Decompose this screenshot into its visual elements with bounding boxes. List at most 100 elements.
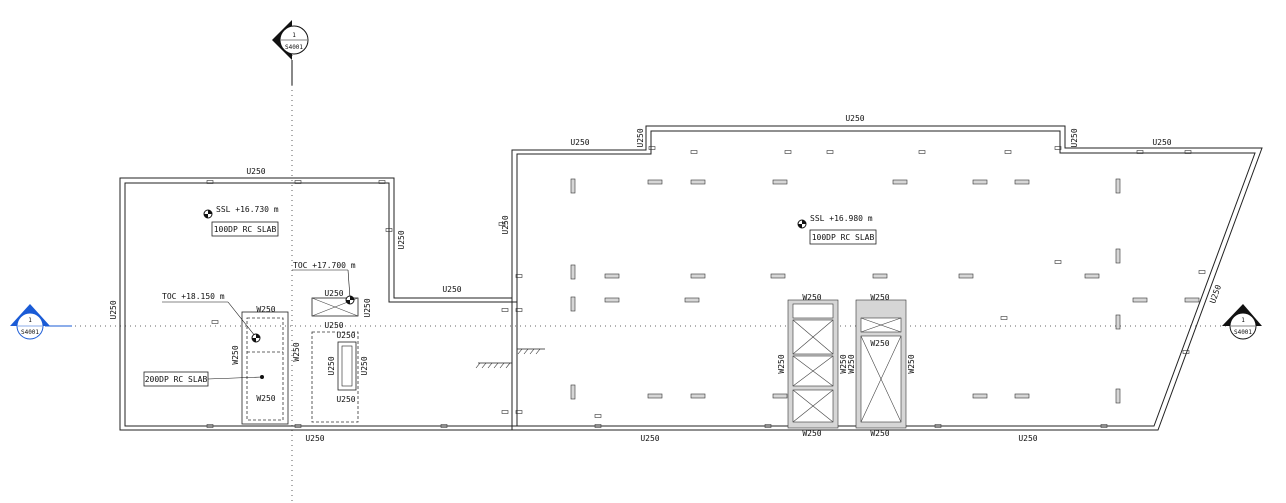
column-pad — [772, 393, 788, 399]
wall-w-label: W250 — [256, 394, 275, 403]
section-marker-right[interactable]: 1 S4001 — [1222, 304, 1262, 340]
slab-tag-left[interactable]: 100DP RC SLAB — [211, 221, 279, 237]
wall-w-label: W250 — [870, 293, 889, 302]
wall-w-label: W250 — [802, 429, 821, 438]
wall-label: U250 — [640, 434, 659, 443]
wall-w-label: W250 — [256, 305, 275, 314]
wall-label: U250 — [246, 167, 265, 176]
column-pad — [647, 179, 663, 185]
column-pad — [684, 297, 700, 303]
wall-w-label: W250 — [839, 354, 848, 373]
wall-w-label: W250 — [231, 345, 240, 364]
column-pad — [872, 273, 888, 279]
column-pad — [772, 179, 788, 185]
wall-w-label: W250 — [870, 339, 889, 348]
level-ssl-left[interactable]: SSL +16.730 m — [203, 205, 279, 219]
lift-core-right: W250 W250 W250 W250 W250 — [847, 293, 916, 438]
section-marker-left[interactable]: 1 S4001 — [10, 304, 72, 340]
wall-tie — [648, 146, 656, 150]
column-pad — [604, 273, 620, 279]
wall-tie — [211, 320, 219, 324]
slab-tag-right[interactable]: 100DP RC SLAB — [809, 229, 877, 245]
wall-label-vertical: U250 — [109, 300, 118, 319]
wall-tie — [440, 424, 448, 428]
wall-label: U250 — [442, 285, 461, 294]
column-pad — [570, 178, 576, 194]
column-pad — [1115, 388, 1121, 404]
column-pad — [1115, 314, 1121, 330]
wall-tie — [1182, 350, 1190, 354]
wall-w-label: W250 — [292, 342, 301, 361]
column-pad — [1115, 178, 1121, 194]
grid-lines — [70, 55, 1230, 503]
slab-tag-lift[interactable]: 200DP RC SLAB — [143, 371, 264, 387]
wall-label-vertical: U250 — [363, 298, 372, 317]
column-pad — [892, 179, 908, 185]
outer-walls — [119, 125, 1263, 431]
wall-tie — [826, 150, 834, 154]
wall-label-vertical: U250 — [501, 215, 510, 234]
wall-tie — [206, 180, 214, 184]
wall-label: U250 — [1152, 138, 1171, 147]
section-number: 1 — [292, 32, 296, 39]
column-pad — [1014, 179, 1030, 185]
column-pad — [972, 393, 988, 399]
level-text: TOC +18.150 m — [162, 292, 225, 301]
lift-core-left: W250 W250 W250 W250 — [777, 293, 848, 438]
wall-tie — [594, 414, 602, 418]
wall-tie — [918, 150, 926, 154]
column-pad — [647, 393, 663, 399]
wall-label-vertical: U250 — [1070, 128, 1079, 147]
left-shaft-a: W250 W250 W250 W250 — [231, 305, 301, 425]
wall-w-label: W250 — [907, 354, 916, 373]
column-pad — [770, 273, 786, 279]
column-pad — [690, 393, 706, 399]
wall-tie — [764, 424, 772, 428]
wall-tie — [690, 150, 698, 154]
wall-labels: U250 U250 U250 U250 U250 U250 U250 U250 … — [109, 114, 1223, 443]
wall-tie — [1004, 150, 1012, 154]
wall-label: U250 — [1018, 434, 1037, 443]
wall-w-label: W250 — [847, 354, 856, 373]
level-toc-mid[interactable]: TOC +17.700 m — [292, 261, 356, 305]
section-sheet: S4001 — [21, 329, 39, 336]
column-pad — [1014, 393, 1030, 399]
wall-tie — [594, 424, 602, 428]
section-sheet: S4001 — [1234, 329, 1252, 336]
wall-w-label: W250 — [777, 354, 786, 373]
column-pad — [1184, 297, 1200, 303]
wall-label-vertical: U250 — [636, 128, 645, 147]
column-pad — [570, 264, 576, 280]
wall-tie — [1136, 150, 1144, 154]
wall-tie — [1054, 146, 1062, 150]
left-shaft-b: U250 U250 U250 U250 U250 U250 U250 — [311, 289, 372, 423]
level-ssl-right[interactable]: SSL +16.980 m — [797, 214, 873, 229]
wall-tie — [501, 410, 509, 414]
level-text: SSL +16.980 m — [810, 214, 873, 223]
ground-hatch — [475, 348, 541, 369]
wall-label: U250 — [305, 434, 324, 443]
level-toc-left[interactable]: TOC +18.150 m — [162, 292, 261, 343]
column-pad — [570, 296, 576, 312]
wall-tie — [784, 150, 792, 154]
section-marker-top[interactable]: 1 S4001 — [272, 20, 309, 85]
wall-tie — [294, 180, 302, 184]
column-pad — [1115, 248, 1121, 264]
wall-label: U250 — [324, 321, 343, 330]
wall-ties — [206, 146, 1206, 428]
section-number: 1 — [1241, 317, 1245, 324]
level-text: SSL +16.730 m — [216, 205, 279, 214]
column-pad — [972, 179, 988, 185]
wall-w-label: W250 — [870, 429, 889, 438]
wall-tie — [501, 308, 509, 312]
wall-tie — [515, 308, 523, 312]
column-pad — [570, 384, 576, 400]
column-pad — [1084, 273, 1100, 279]
wall-label-vertical: U250 — [360, 356, 369, 375]
wall-label-vertical: U250 — [397, 230, 406, 249]
wall-label: U250 — [336, 331, 355, 340]
column-pad — [690, 273, 706, 279]
section-sheet: S4001 — [285, 44, 303, 51]
wall-tie — [515, 274, 523, 278]
